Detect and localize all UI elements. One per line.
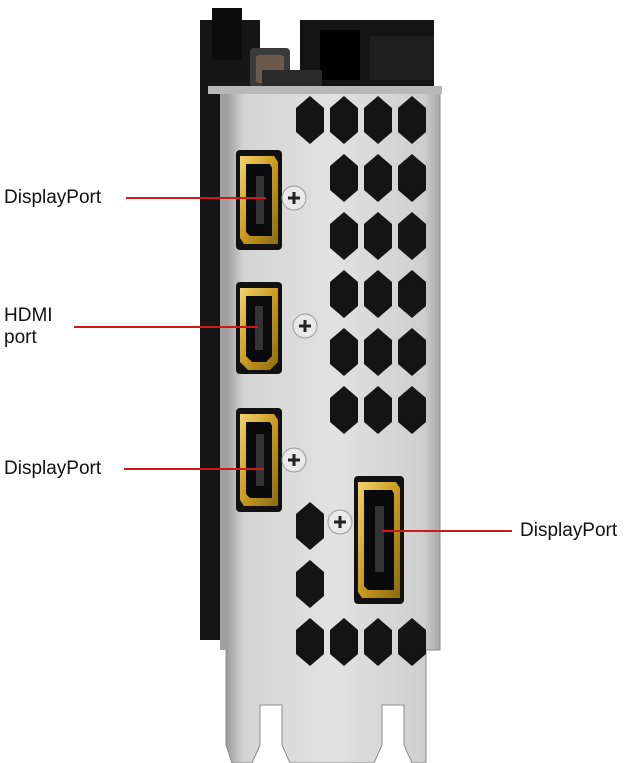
vent-hole (398, 154, 426, 202)
vent-hole (398, 618, 426, 666)
vent-hole (330, 270, 358, 318)
vent-hole (364, 386, 392, 434)
vent-hole (330, 154, 358, 202)
vent-hole (296, 560, 324, 608)
vent-hole (364, 328, 392, 376)
displayport-1 (236, 150, 282, 250)
vent-hole (296, 618, 324, 666)
vent-hole (398, 386, 426, 434)
screw-icon (327, 509, 353, 535)
hdmi-port (236, 282, 282, 374)
label-displayport-2: DisplayPort (4, 458, 101, 480)
screw-icon (281, 447, 307, 473)
label-hdmi-port: HDMI port (4, 305, 53, 349)
vent-hole (330, 96, 358, 144)
label-line: DisplayPort (4, 458, 102, 479)
label-displayport-1: DisplayPort (4, 187, 101, 209)
vent-hole (330, 212, 358, 260)
vent-hole (398, 270, 426, 318)
vent-hole (364, 618, 392, 666)
vent-hole (398, 96, 426, 144)
vent-hole (296, 96, 324, 144)
vent-hole (364, 96, 392, 144)
vent-hole (296, 502, 324, 550)
screw-icon (292, 313, 318, 339)
vent-hole (398, 212, 426, 260)
label-displayport-3: DisplayPort (520, 520, 617, 542)
vent-hole (364, 212, 392, 260)
vent-hole (330, 618, 358, 666)
label-line: HDMI (4, 305, 53, 326)
label-line: DisplayPort (520, 520, 618, 541)
displayport-2 (236, 408, 282, 512)
vent-hole (398, 328, 426, 376)
vent-hole (364, 154, 392, 202)
vent-hole (364, 270, 392, 318)
label-line: DisplayPort (4, 187, 102, 208)
ventilation-cutouts (296, 96, 426, 666)
displayport-3 (354, 476, 404, 604)
vent-hole (330, 328, 358, 376)
screw-icon (281, 185, 307, 211)
vent-hole (330, 386, 358, 434)
label-line: port (4, 327, 37, 348)
